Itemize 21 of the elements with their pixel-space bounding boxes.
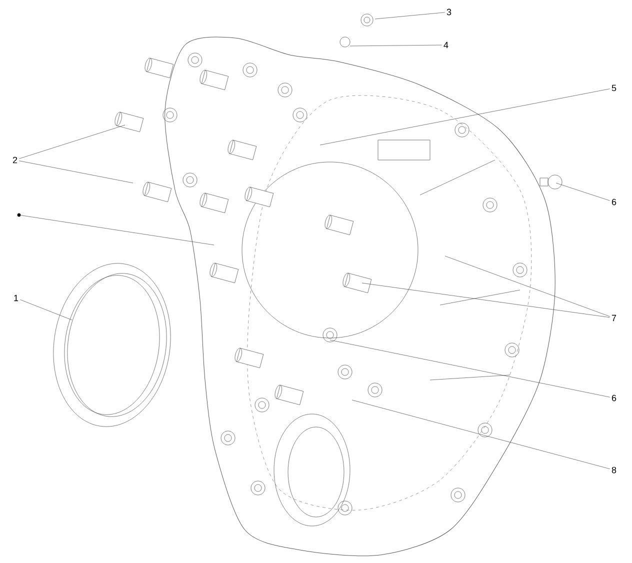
leader-line bbox=[19, 124, 126, 159]
callout-number: 7 bbox=[612, 314, 616, 322]
callout-number: 1 bbox=[14, 294, 18, 302]
leader-line bbox=[20, 299, 72, 320]
callout-number: 5 bbox=[612, 84, 616, 92]
callout-number: 2 bbox=[12, 156, 18, 164]
leader-line bbox=[556, 182, 610, 201]
leader-line bbox=[374, 12, 445, 20]
leader-line bbox=[444, 256, 610, 317]
leader-line bbox=[20, 215, 214, 246]
callout-number: 6 bbox=[612, 394, 616, 402]
leader-line bbox=[350, 44, 442, 46]
callout-number: 6 bbox=[612, 198, 616, 206]
callout-number: 4 bbox=[444, 42, 448, 48]
leader-line bbox=[330, 340, 610, 398]
leader-line bbox=[19, 160, 134, 184]
callout-number: 3 bbox=[446, 8, 452, 16]
leader-line bbox=[320, 88, 610, 146]
leader-line bbox=[352, 400, 610, 470]
leader-line bbox=[362, 282, 610, 318]
callout-number: 8 bbox=[612, 466, 616, 474]
